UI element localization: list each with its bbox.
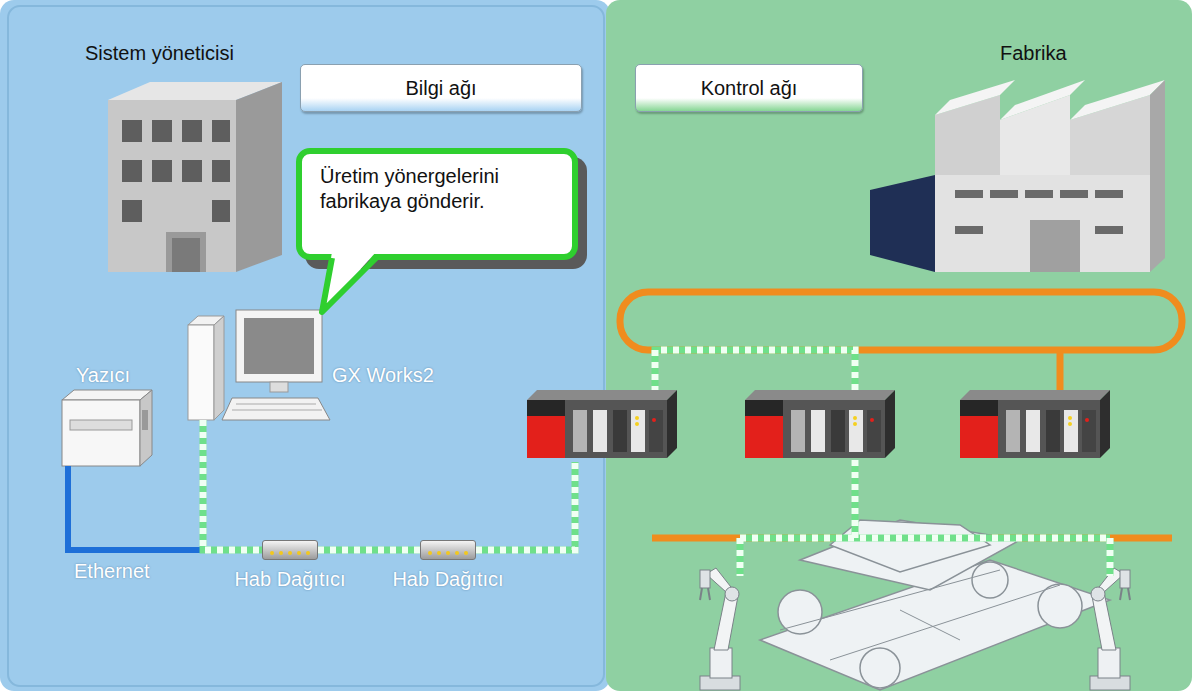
speech-callout: Üretim yönergelerini fabrikaya gönderir. [296,148,578,260]
building-label: Sistem yöneticisi [85,42,234,65]
callout-tail [310,252,380,316]
building-label: Fabrika [1000,42,1067,65]
header-text: Kontrol ağı [701,77,798,100]
ethernet-link [318,550,420,551]
device-label: Yazıcı [76,364,130,387]
header-text: Bilgi ağı [405,77,476,100]
device-label: GX Works2 [332,364,434,387]
network-header: Kontrol ağı [635,64,863,112]
hub-ports [421,541,475,559]
hub-device: Hab Dağıtıcı [368,540,528,591]
cable-label: Ethernet [74,560,150,583]
network-header: Bilgi ağı [300,64,582,112]
hub-device: Hab Dağıtıcı [210,540,370,591]
callout-text: Üretim yönergelerini fabrikaya gönderir. [320,164,556,214]
device-label: Hab Dağıtıcı [368,568,528,591]
hub-ports [263,541,317,559]
hub-icon [420,540,476,560]
hub-icon [262,540,318,560]
device-label: Hab Dağıtıcı [210,568,370,591]
